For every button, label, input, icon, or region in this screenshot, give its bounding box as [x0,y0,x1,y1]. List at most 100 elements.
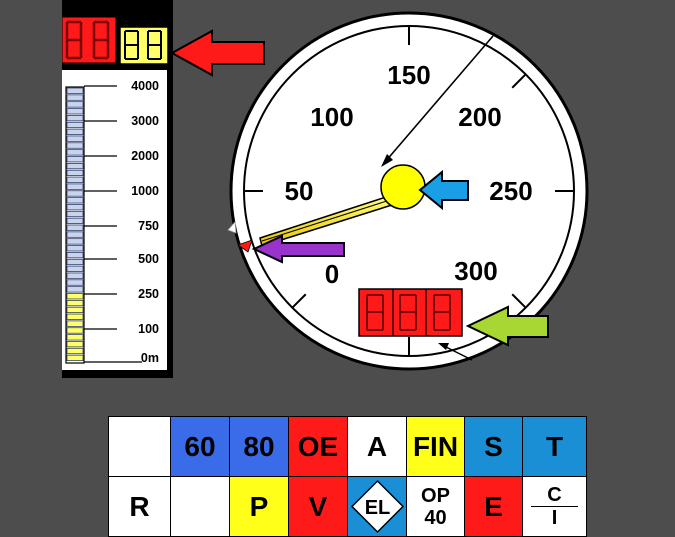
altitude-label-4000: 4000 [131,79,159,93]
status-panel: 60 80 OE A FIN S T R P V EL OP 40 E C I [108,416,587,537]
altitude-bar-segment [66,149,84,156]
panel-cell-empty-2[interactable] [170,476,230,537]
altitude-bar-segment [66,190,84,197]
speed-label-300: 300 [454,256,497,286]
altitude-bar-segment [66,224,84,231]
altitude-bar-segment [66,162,84,170]
panel-cell-s[interactable]: S [464,416,523,477]
op-label: OP [421,484,450,507]
target-pointer-line [384,35,494,163]
speed-label-50: 50 [285,176,314,206]
altitude-bar-segment [66,265,84,272]
altitude-bar-frame [65,86,85,364]
altitude-bar-segment [66,272,84,279]
altitude-bar-segment [66,347,84,355]
speedometer: 0 50 100 150 200 250 300 [169,11,589,371]
green-arrow-icon [465,305,549,347]
altitude-bar-segment [66,245,84,252]
altitude-label-750: 750 [138,219,159,233]
panel-cell-oe[interactable]: OE [288,416,348,477]
altitude-bar-segment [66,128,84,135]
digital-pointer-line [445,346,473,361]
el-label: EL [365,497,391,519]
target-pointer-head [381,154,393,167]
altitude-bar-segment [66,293,84,300]
altitude-bar [65,85,142,364]
speed-label-100: 100 [310,102,353,132]
altitude-bar-segment [66,252,84,259]
c-label: C [531,484,578,507]
panel-cell-60[interactable]: 60 [170,416,230,477]
red-marker-icon [237,239,253,253]
blue-arrow-icon [418,169,469,211]
panel-cell-p[interactable]: P [229,476,289,537]
dial-tick [511,73,527,89]
panel-cell-t[interactable]: T [522,416,587,477]
speed-label-250: 250 [489,176,532,206]
panel-cell-empty-1[interactable] [108,416,171,477]
altitude-bar-segment [66,176,84,183]
speed-label-150: 150 [387,60,430,90]
needle-hub [380,164,426,210]
altitude-bar-segment [66,313,84,320]
altitude-bar-segment [66,217,84,224]
altitude-label-500: 500 [138,252,159,266]
altitude-bar-segment [66,320,84,327]
speedometer-ticks [244,26,574,356]
altitude-bar-segment [66,121,84,129]
panel-cell-80[interactable]: 80 [229,416,289,477]
altitude-bar-segment [66,87,84,94]
panel-cell-e[interactable]: E [464,476,523,537]
speed-digital-display [358,288,463,337]
panel-cell-a[interactable]: A [347,416,407,477]
dial-tick [291,293,307,309]
el-diamond-icon: EL [350,479,405,534]
i-label: I [551,507,558,529]
white-marker-icon [227,221,237,234]
altitude-bar-segment [66,94,84,101]
panel-cell-el[interactable]: EL [347,476,407,537]
altitude-bar-segment [66,115,84,122]
altitude-bar-segment [66,210,84,218]
altitude-bar-segment [66,286,84,293]
altitude-bar-segment [66,169,84,176]
altitude-bar-segment [66,327,84,334]
panel-cell-fin[interactable]: FIN [406,416,465,477]
altitude-label-3000: 3000 [131,114,159,128]
altitude-bar-segment [66,341,84,348]
panel-cell-op40[interactable]: OP 40 [406,476,465,537]
altitude-label-100: 100 [138,322,159,336]
altitude-bar-segment [66,334,84,341]
red-arrow-icon [169,29,265,77]
altitude-label-0m: 0m [140,351,159,365]
altitude-label-1000: 1000 [131,184,159,198]
altitude-bar-segment [66,108,84,115]
altitude-bar-segment [66,354,84,361]
altitude-label-2000: 2000 [131,149,159,163]
altitude-bar-segment [66,156,84,163]
altitude-scale: 4000 3000 2000 1000 750 500 250 100 0m [62,70,167,370]
altitude-bar-segment [66,279,84,286]
op-value: 40 [424,506,447,529]
altitude-bar-segment [66,258,84,266]
altitude-bar-segment [66,300,84,307]
altitude-bar-segment [66,204,84,211]
altitude-panel: 4000 3000 2000 1000 750 500 250 100 0m [62,0,173,378]
altitude-label-250: 250 [138,287,159,301]
altitude-bar-segment [66,142,84,149]
altitude-bar-segment [66,238,84,245]
purple-arrow-icon [251,234,345,264]
speed-label-200: 200 [458,102,501,132]
altitude-bar-segment [66,183,84,190]
digital-pointer-head [438,343,449,350]
altitude-digital-display [62,16,169,65]
panel-cell-ci[interactable]: C I [522,476,587,537]
panel-cell-r[interactable]: R [108,476,171,537]
speed-label-0: 0 [325,259,339,289]
panel-cell-v[interactable]: V [288,476,348,537]
altitude-bar-segment [66,306,84,313]
altitude-bar-segment [66,231,84,238]
altitude-bar-segment [66,135,84,142]
needle-center-line [261,199,391,242]
dial-tick [511,293,527,309]
